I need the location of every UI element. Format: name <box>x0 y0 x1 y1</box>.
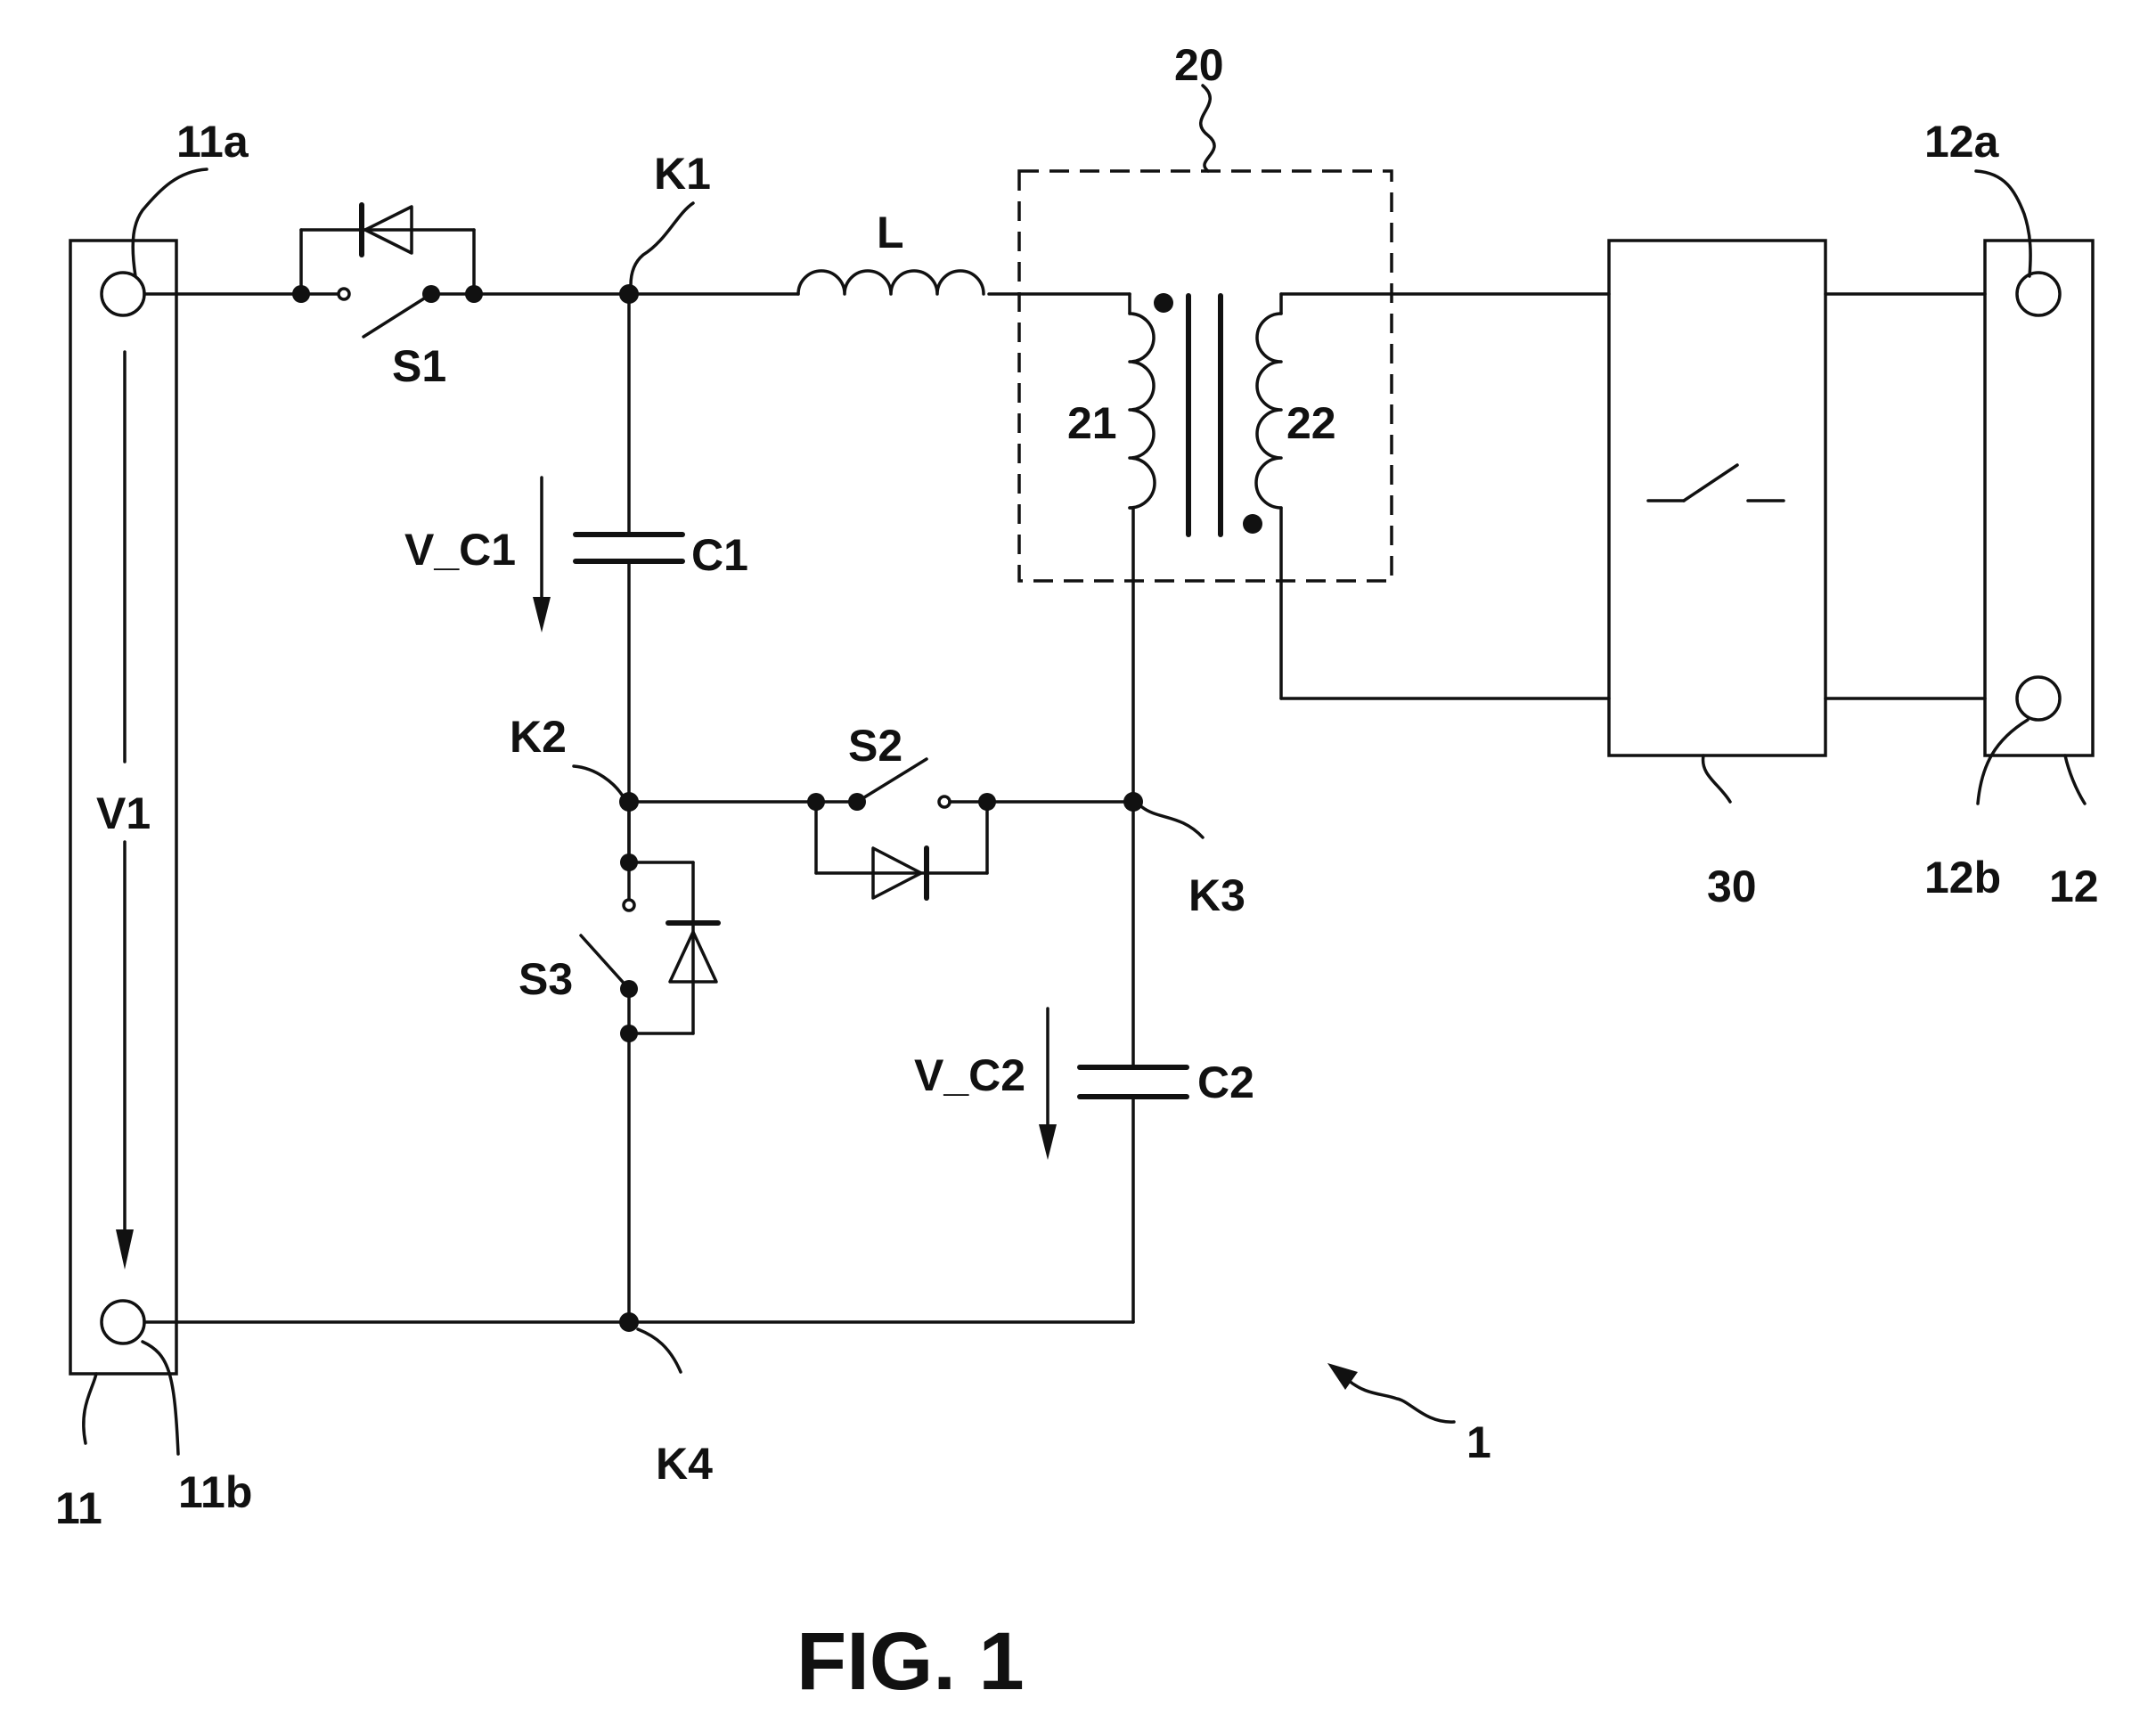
label-30: 30 <box>1707 862 1757 911</box>
label-k2: K2 <box>510 712 567 762</box>
label-vc2: V_C2 <box>914 1050 1025 1100</box>
label-l: L <box>877 208 904 257</box>
node-k1-dot <box>619 284 639 304</box>
terminal-12b <box>2015 675 2062 722</box>
label-s3: S3 <box>519 954 573 1004</box>
label-v1: V1 <box>96 788 151 838</box>
label-11b: 11b <box>178 1467 252 1517</box>
label-11a: 11a <box>176 117 249 167</box>
primary-polarity-dot <box>1154 293 1173 313</box>
node-k4-dot <box>619 1312 639 1332</box>
transformer <box>1017 169 1393 583</box>
label-vc1: V_C1 <box>404 525 516 575</box>
label-11: 11 <box>55 1483 102 1533</box>
converter-block <box>1607 239 1827 757</box>
switch-s3 <box>579 853 721 1042</box>
label-12: 12 <box>2049 862 2099 911</box>
wires <box>143 292 1987 1324</box>
switch-s2 <box>807 757 996 901</box>
vc2-arrow <box>1039 1007 1057 1160</box>
label-k4: K4 <box>656 1439 713 1489</box>
leader-lines <box>82 84 2087 1456</box>
v1-arrow <box>116 350 134 1270</box>
label-s1: S1 <box>392 341 446 391</box>
label-reference-1: 1 <box>1466 1417 1491 1467</box>
vc1-arrow <box>533 476 551 633</box>
node-k2-dot <box>619 792 639 812</box>
node-k3-dot <box>1123 792 1143 812</box>
secondary-polarity-dot <box>1243 514 1262 534</box>
output-terminal-block <box>1983 239 2095 757</box>
label-20: 20 <box>1174 40 1224 90</box>
label-22: 22 <box>1286 398 1336 448</box>
label-s2: S2 <box>848 721 902 771</box>
capacitor-c1 <box>573 532 685 564</box>
label-k1: K1 <box>654 149 711 199</box>
inductor-l <box>796 269 985 296</box>
label-c2: C2 <box>1197 1057 1254 1107</box>
terminal-11a <box>100 271 146 317</box>
label-12b: 12b <box>1924 853 2001 902</box>
switch-s1 <box>292 202 483 339</box>
terminal-12a <box>2015 271 2062 317</box>
figure-caption: FIG. 1 <box>796 1616 1025 1707</box>
capacitor-c2 <box>1077 1065 1189 1099</box>
terminal-11b <box>100 1299 146 1345</box>
label-c1: C1 <box>691 530 748 580</box>
label-21: 21 <box>1067 398 1117 448</box>
label-12a: 12a <box>1924 117 2000 167</box>
label-k3: K3 <box>1188 870 1245 920</box>
